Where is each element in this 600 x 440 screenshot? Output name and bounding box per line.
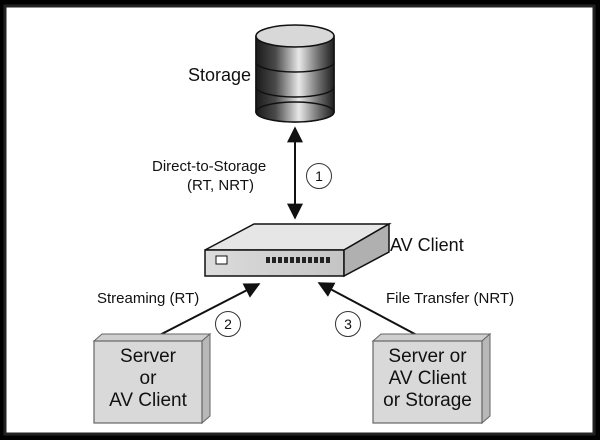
- right-box-line2: AV Client: [388, 368, 467, 389]
- right-box-line1: Server or: [388, 346, 467, 367]
- storage-label: Storage: [188, 65, 252, 85]
- file-transfer-arrow: [317, 282, 429, 342]
- connection-number-3: 3: [335, 311, 361, 337]
- storage-cylinder-icon: [255, 24, 335, 123]
- left-box-line1: Server: [120, 346, 176, 367]
- streaming-arrow: [147, 283, 261, 342]
- file-transfer-label: File Transfer (NRT): [386, 290, 515, 307]
- streaming-label: Streaming (RT): [97, 290, 200, 307]
- right-box-text: Server or AV Client or Storage: [373, 346, 482, 412]
- left-box-text: Server or AV Client: [94, 346, 202, 412]
- left-endpoint-box: [92, 332, 212, 425]
- av-client-label: AV Client: [390, 235, 464, 255]
- left-box-line3: AV Client: [109, 390, 187, 411]
- right-endpoint-box: [371, 332, 492, 425]
- direct-to-storage-label: Direct-to-Storage: [152, 158, 267, 175]
- direct-to-storage-sublabel: (RT, NRT): [187, 177, 254, 194]
- connection-number-1: 1: [306, 163, 332, 189]
- right-box-line3: or Storage: [383, 390, 472, 411]
- left-box-line2: or: [139, 368, 157, 389]
- connection-number-2: 2: [215, 311, 241, 337]
- av-client-device-icon: [204, 222, 392, 278]
